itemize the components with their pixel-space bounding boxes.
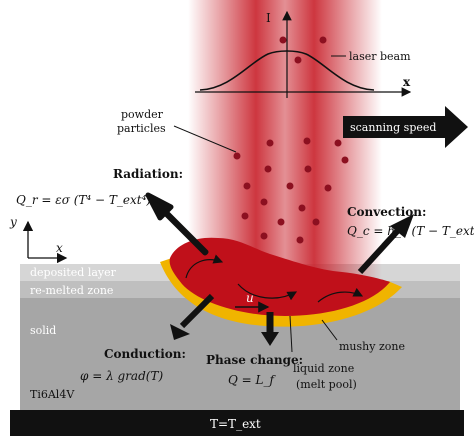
coord-y-label: y — [9, 215, 17, 229]
remelted-zone-label: re-melted zone — [30, 284, 113, 297]
powder-pointer — [173, 125, 237, 153]
mushy-zone-shape — [160, 258, 402, 327]
scanning-speed-arrow — [343, 106, 468, 148]
melt-pool-shape — [169, 237, 390, 316]
mushy-zone-label: mushy zone — [339, 340, 405, 353]
particle — [298, 204, 306, 212]
scanning-speed-label: scanning speed — [350, 121, 436, 134]
conduction-equation: φ = λ grad(T) — [80, 369, 163, 383]
flow-arrow-center — [237, 283, 298, 301]
convection-equation: Q_c = h_c (T − T_ext) — [347, 224, 474, 238]
liquid-zone-pointer — [289, 315, 293, 353]
base-plate — [10, 410, 464, 436]
mushy-zone-pointer — [321, 319, 338, 341]
particle — [334, 139, 342, 147]
powder-label: powder — [121, 108, 164, 121]
particle — [279, 36, 287, 44]
particle — [294, 56, 302, 64]
profile-i-label: I — [266, 11, 271, 25]
base-temperature-label: T=T_ext — [210, 417, 261, 431]
radiation-equation: Q_r = εσ (T⁴ − T_ext⁴) — [16, 193, 151, 207]
conduction-arrow-shaft — [179, 293, 215, 329]
particle — [233, 152, 241, 160]
particles-label: particles — [117, 122, 166, 135]
convection-arrow-shaft — [357, 223, 405, 275]
particle — [260, 198, 268, 206]
radiation-title: Radiation: — [113, 167, 183, 181]
particle — [277, 218, 285, 226]
phase-change-equation: Q = L_f — [228, 373, 276, 387]
particle — [266, 139, 274, 147]
convection-arrow-head — [390, 214, 414, 238]
particle — [324, 184, 332, 192]
powder-particles — [233, 36, 349, 244]
particle — [296, 236, 304, 244]
conduction-title: Conduction: — [104, 347, 186, 361]
melt-pool-label: (melt pool) — [296, 378, 357, 391]
laser-beam-label: laser beam — [349, 50, 411, 63]
gaussian-profile — [199, 50, 375, 91]
phase-change-arrow-head — [261, 332, 279, 346]
particle — [312, 218, 320, 226]
particle — [243, 182, 251, 190]
particle — [303, 137, 311, 145]
profile-x-label: x — [403, 75, 411, 89]
particle — [241, 212, 249, 220]
conduction-arrow-head — [170, 324, 190, 340]
flow-arrow-left — [185, 254, 224, 279]
coord-x-label: x — [56, 241, 63, 255]
radiation-arrow — [145, 192, 209, 256]
particle — [304, 165, 312, 173]
particle — [264, 165, 272, 173]
liquid-zone-label: liquid zone — [293, 362, 354, 375]
convection-title: Convection: — [347, 205, 426, 219]
deposited-layer-label: deposited layer — [30, 266, 117, 279]
material-label: Ti6Al4V — [30, 388, 75, 401]
velocity-label: u — [246, 291, 254, 305]
particle — [286, 182, 294, 190]
particle — [260, 232, 268, 240]
particle — [319, 36, 327, 44]
phase-change-title: Phase change: — [206, 353, 303, 367]
particle — [341, 156, 349, 164]
solid-label: solid — [30, 324, 56, 337]
flow-arrow-right — [317, 287, 364, 303]
